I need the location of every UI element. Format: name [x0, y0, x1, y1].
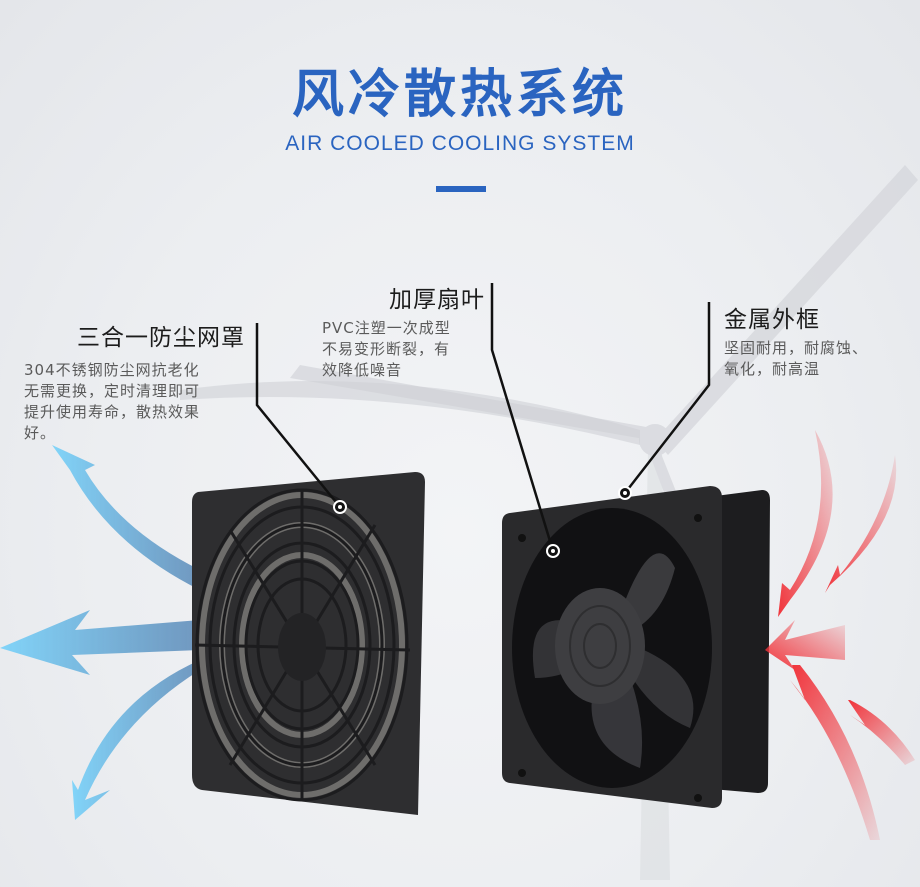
arrow-left-icon: [0, 610, 200, 675]
arrow-in-icon: [765, 620, 845, 670]
callout-body: 坚固耐用，耐腐蚀、 氧化，耐高温: [724, 339, 869, 378]
callout-body: 304不锈钢防尘网抗老化 无需更换，定时清理即可 提升使用寿命，散热效果 好。: [24, 361, 201, 442]
leader-line-frame: [624, 302, 711, 494]
arrow-up-in-icon: [848, 700, 915, 765]
page-subtitle: AIR COOLED COOLING SYSTEM: [285, 132, 635, 155]
arrow-up-left-icon: [52, 445, 200, 590]
callout-metal-frame: 金属外框 坚固耐用，耐腐蚀、 氧化，耐高温: [724, 300, 914, 380]
callout-thick-blades: 加厚扇叶 PVC注塑一次成型 不易变形断裂，有 效降低噪音: [322, 280, 487, 381]
title-divider: [436, 186, 486, 192]
leader-line-blades: [490, 283, 555, 552]
callout-body: PVC注塑一次成型 不易变形断裂，有 效降低噪音: [322, 319, 451, 379]
leader-line-filter: [255, 323, 341, 508]
callout-heading: 加厚扇叶: [389, 287, 485, 313]
arrow-down-in-icon: [825, 455, 897, 593]
page-title: 风冷散热系统: [291, 65, 628, 125]
arrow-down-in-icon: [778, 430, 833, 617]
arrow-up-in-icon: [790, 665, 880, 840]
callout-heading: 金属外框: [724, 307, 820, 333]
dust-filter-image: [192, 472, 425, 815]
callout-dust-filter: 三合一防尘网罩 304不锈钢防尘网抗老化 无需更换，定时清理即可 提升使用寿命，…: [24, 318, 255, 444]
cooling-fan-image: [502, 486, 770, 808]
arrow-down-left-icon: [72, 660, 200, 820]
callout-heading: 三合一防尘网罩: [77, 325, 245, 351]
